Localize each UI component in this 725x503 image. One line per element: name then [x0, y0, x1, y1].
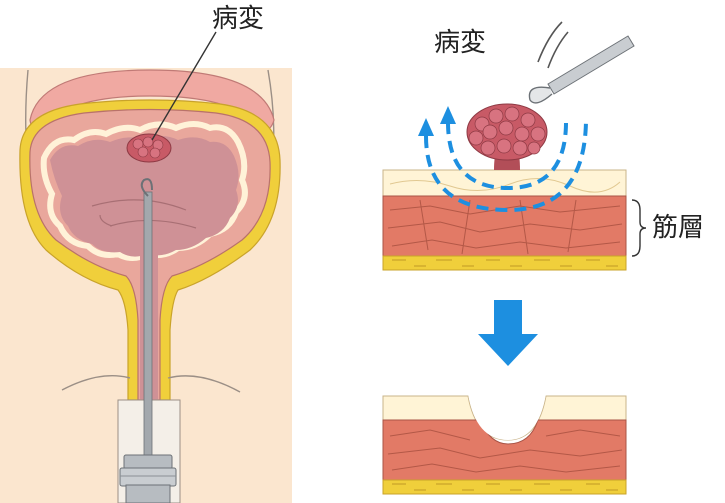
instrument-loop: [528, 86, 553, 104]
resection-arc-outer: [424, 117, 588, 213]
resection-path-arrows: [418, 106, 588, 213]
resection-arc-inner: [446, 121, 568, 191]
muscle-texture-after: [387, 429, 623, 473]
process-down-arrow-icon: [478, 300, 538, 366]
muscle-texture: [387, 199, 623, 255]
lesion-leader-line: [151, 31, 217, 141]
resection-after: [382, 394, 627, 495]
resection-before: [382, 21, 647, 271]
bladder-illustration: [0, 31, 292, 503]
instrument-shaft: [547, 35, 635, 95]
mucosa-texture: [389, 178, 621, 193]
pelvic-floor-lines: [61, 375, 241, 393]
lesion-label-bladder: 病変: [212, 4, 265, 34]
resectoscope: [117, 178, 181, 503]
muscle-layer: [382, 195, 627, 257]
lesion-bladder: [126, 133, 172, 163]
resection-loop-instrument: [528, 21, 635, 104]
fat-texture: [392, 259, 618, 267]
muscle-layer-label: 筋層: [652, 213, 705, 243]
lesion-label-block: 病変: [434, 28, 487, 58]
arrowhead-outer-icon: [418, 118, 434, 136]
bladder-mucosa-line: [40, 121, 248, 261]
resectoscope-loop: [140, 178, 153, 197]
resection-cavity: [468, 394, 546, 440]
fat-texture-after: [392, 483, 618, 491]
fat-layer: [382, 255, 627, 271]
motion-lines: [537, 21, 569, 69]
fat-layer-after: [382, 479, 627, 495]
arrowhead-inner-icon: [440, 106, 456, 124]
lesion-block: [466, 103, 548, 170]
resectoscope-shaft: [143, 191, 153, 463]
muscle-layer-bracket: [631, 199, 647, 257]
